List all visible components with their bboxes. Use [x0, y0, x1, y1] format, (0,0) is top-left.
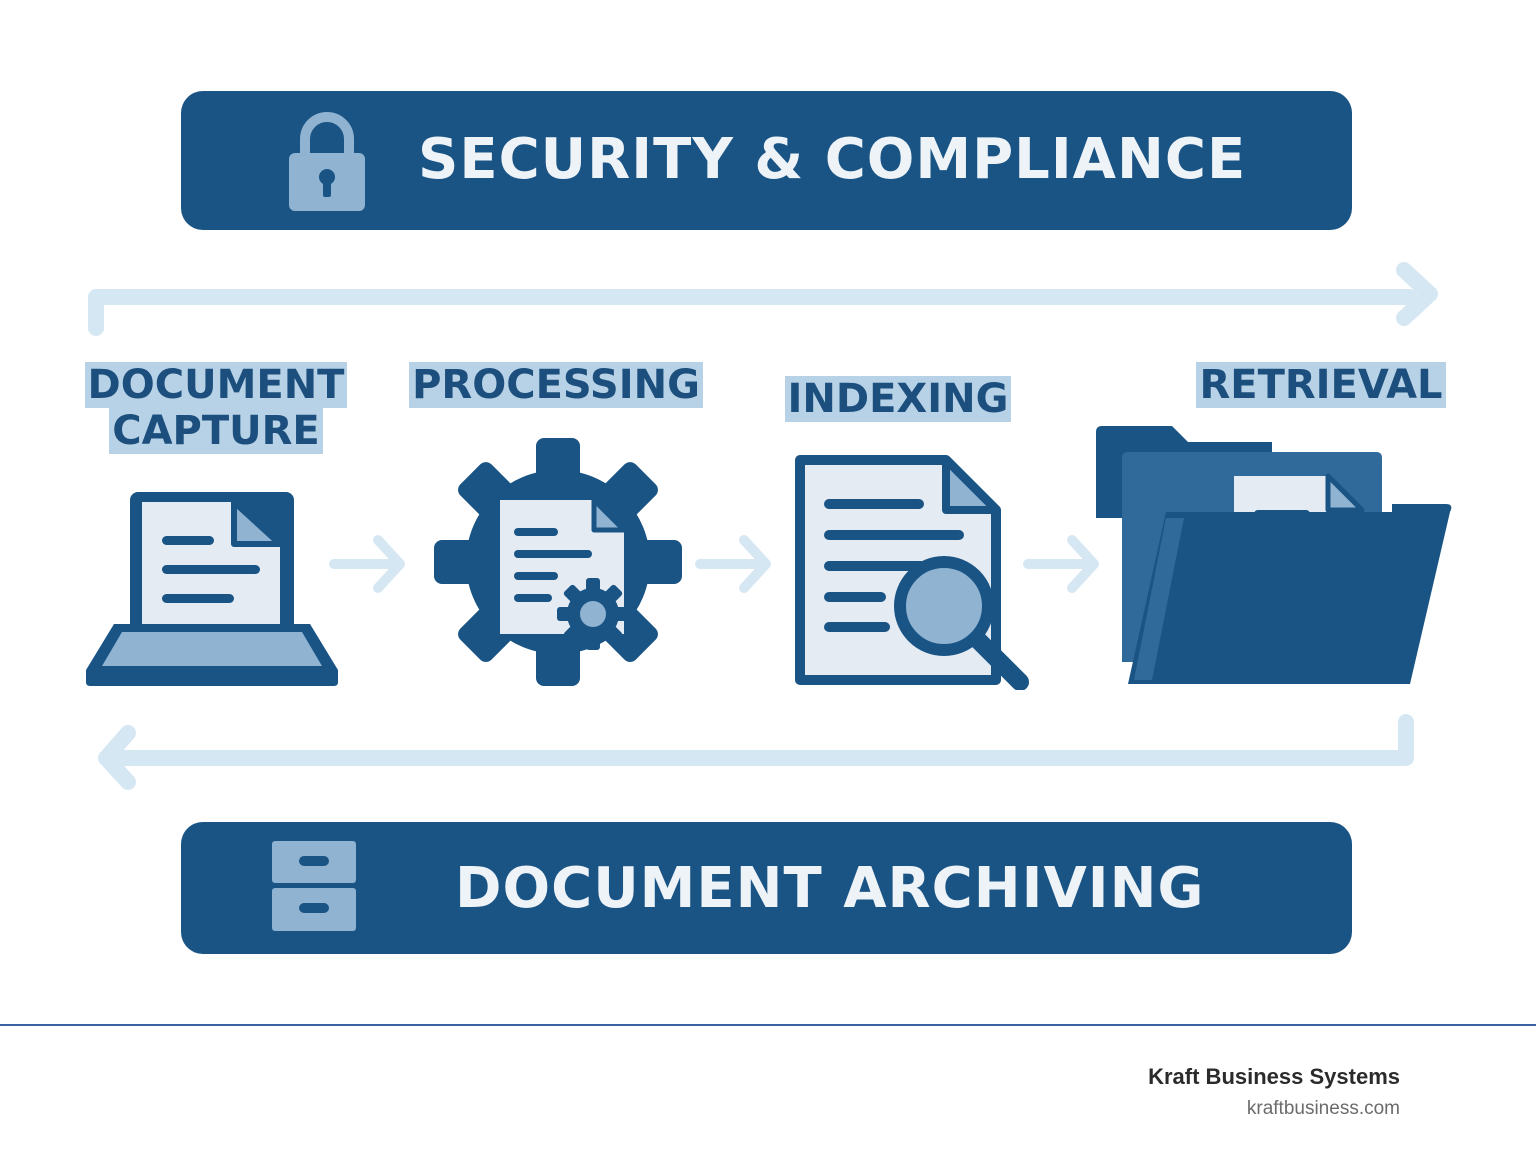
document-magnifier-icon [795, 455, 1029, 690]
footer-divider [0, 1024, 1536, 1026]
step-label-document-capture: DOCUMENT CAPTURE [78, 362, 354, 454]
forward-arrow-top [88, 262, 1438, 336]
gear-document-icon [434, 438, 682, 686]
filing-cabinet-icon [272, 841, 356, 931]
document-archiving-title: DOCUMENT ARCHIVING [455, 856, 1205, 921]
step-label-retrieval: RETRIEVAL [1192, 362, 1450, 408]
step-label-indexing: INDEXING [780, 376, 1016, 422]
security-compliance-title: SECURITY & COMPLIANCE [418, 127, 1247, 192]
step-arrow-2 [695, 535, 771, 593]
step-label-line1: DOCUMENT [84, 362, 348, 408]
footer-brand: Kraft Business Systems [1148, 1064, 1400, 1089]
security-compliance-banner: SECURITY & COMPLIANCE [181, 91, 1352, 230]
step-label-line1: INDEXING [784, 376, 1012, 422]
document-archiving-banner: DOCUMENT ARCHIVING [181, 822, 1352, 954]
step-arrow-3 [1023, 535, 1099, 593]
step-label-processing: PROCESSING [404, 362, 708, 408]
footer-url[interactable]: kraftbusiness.com [1246, 1098, 1400, 1119]
step-label-line1: PROCESSING [409, 362, 703, 408]
laptop-document-icon [86, 492, 338, 686]
return-arrow-bottom [98, 714, 1414, 790]
lock-icon [289, 112, 365, 211]
folder-document-icon [1096, 426, 1452, 684]
step-label-line2: CAPTURE [109, 408, 323, 454]
step-label-line1: RETRIEVAL [1196, 362, 1446, 408]
step-arrow-1 [329, 535, 405, 593]
